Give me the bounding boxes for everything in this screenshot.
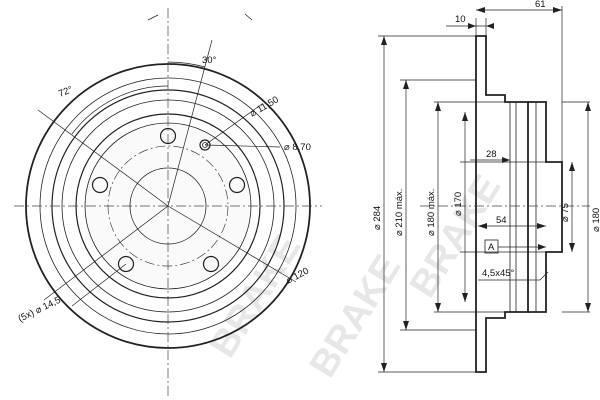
leader-14-5 [71, 263, 127, 307]
label-dia-284: ⌀ 284 [372, 206, 383, 230]
bolt-hole-5 [91, 176, 109, 194]
arrow-284-top [381, 36, 387, 45]
label-dia-210: ⌀ 210 máx. [394, 189, 405, 236]
radial-line-14-5 [43, 205, 169, 301]
arrow-170-bottom [462, 293, 468, 302]
label-angle-72: 72° [57, 84, 75, 100]
arrow-180-max-top [435, 102, 441, 111]
bolt-hole-4 [117, 255, 135, 273]
tick-top-left [147, 14, 159, 21]
arrow-61-right [553, 7, 562, 13]
label-dim-54: 54 [496, 215, 507, 226]
arrow-75-top [569, 162, 575, 171]
arrow-75-bottom [569, 243, 575, 252]
angle-line-30 [167, 39, 213, 207]
arrow-54-right [537, 223, 546, 229]
arrow-180-bottom [585, 303, 591, 312]
leader-8-70 [204, 144, 281, 148]
arrow-210-bottom [403, 321, 409, 330]
angle-arc-72 [71, 85, 169, 135]
arrow-61-left [476, 7, 485, 13]
arrow-180-top [585, 102, 591, 111]
watermark-text-2: BRAKE [302, 248, 409, 385]
chamfer-leader-tail [539, 271, 549, 281]
arrow-210-top [403, 80, 409, 89]
label-datum-a: A [488, 242, 495, 253]
label-dia-170: ⌀ 170 [453, 192, 464, 216]
label-angle-30: 30° [202, 55, 217, 66]
arrow-180-max-bottom [435, 303, 441, 312]
arrow-170-top [462, 112, 468, 121]
arrow-284-bottom [381, 363, 387, 372]
label-dia-14-5: (5x) ⌀ 14,5 [16, 295, 62, 325]
front-view: 72° 30° ⌀ 11,50 ⌀ 8,70 ⌀ 120 (5x) ⌀ 14,5 [14, 8, 322, 398]
label-dia-11-50: ⌀ 11,50 [248, 94, 281, 119]
bolt-circle-centerline [107, 145, 229, 267]
label-dim-10: 10 [455, 14, 466, 25]
arrow-10-right [486, 23, 494, 29]
label-dia-180-max: ⌀ 180 máx. [426, 189, 437, 236]
label-dim-28: 28 [486, 149, 497, 160]
hub-cup-profile [528, 101, 563, 313]
angle-line-72 [37, 109, 169, 207]
angle-arc-30 [167, 61, 206, 68]
arrow-28-right [502, 157, 510, 163]
bolt-hole-3 [202, 255, 220, 273]
bolt-hole-2 [228, 176, 246, 194]
label-dia-180: ⌀ 180 [591, 208, 600, 232]
watermark-text-3: BRAKE [402, 168, 509, 305]
label-chamfer: 4,5x45° [482, 268, 515, 279]
tick-top-right [244, 13, 253, 21]
label-dia-75: ⌀ 75 [560, 203, 571, 222]
datum-a-arrow [538, 244, 546, 250]
label-dim-61: 61 [535, 0, 546, 10]
bolt-hole-1 [159, 127, 177, 145]
radial-line-120 [167, 205, 297, 283]
side-view: 10 61 28 54 ⌀ 284 ⌀ 210 máx. ⌀ 180 máx. … [372, 0, 600, 373]
label-dia-8-70: ⌀ 8,70 [284, 142, 311, 153]
leader-11-50 [204, 103, 263, 146]
arrow-54-left [478, 223, 487, 229]
datum-a-box [484, 239, 499, 254]
arrow-10-left [468, 23, 476, 29]
